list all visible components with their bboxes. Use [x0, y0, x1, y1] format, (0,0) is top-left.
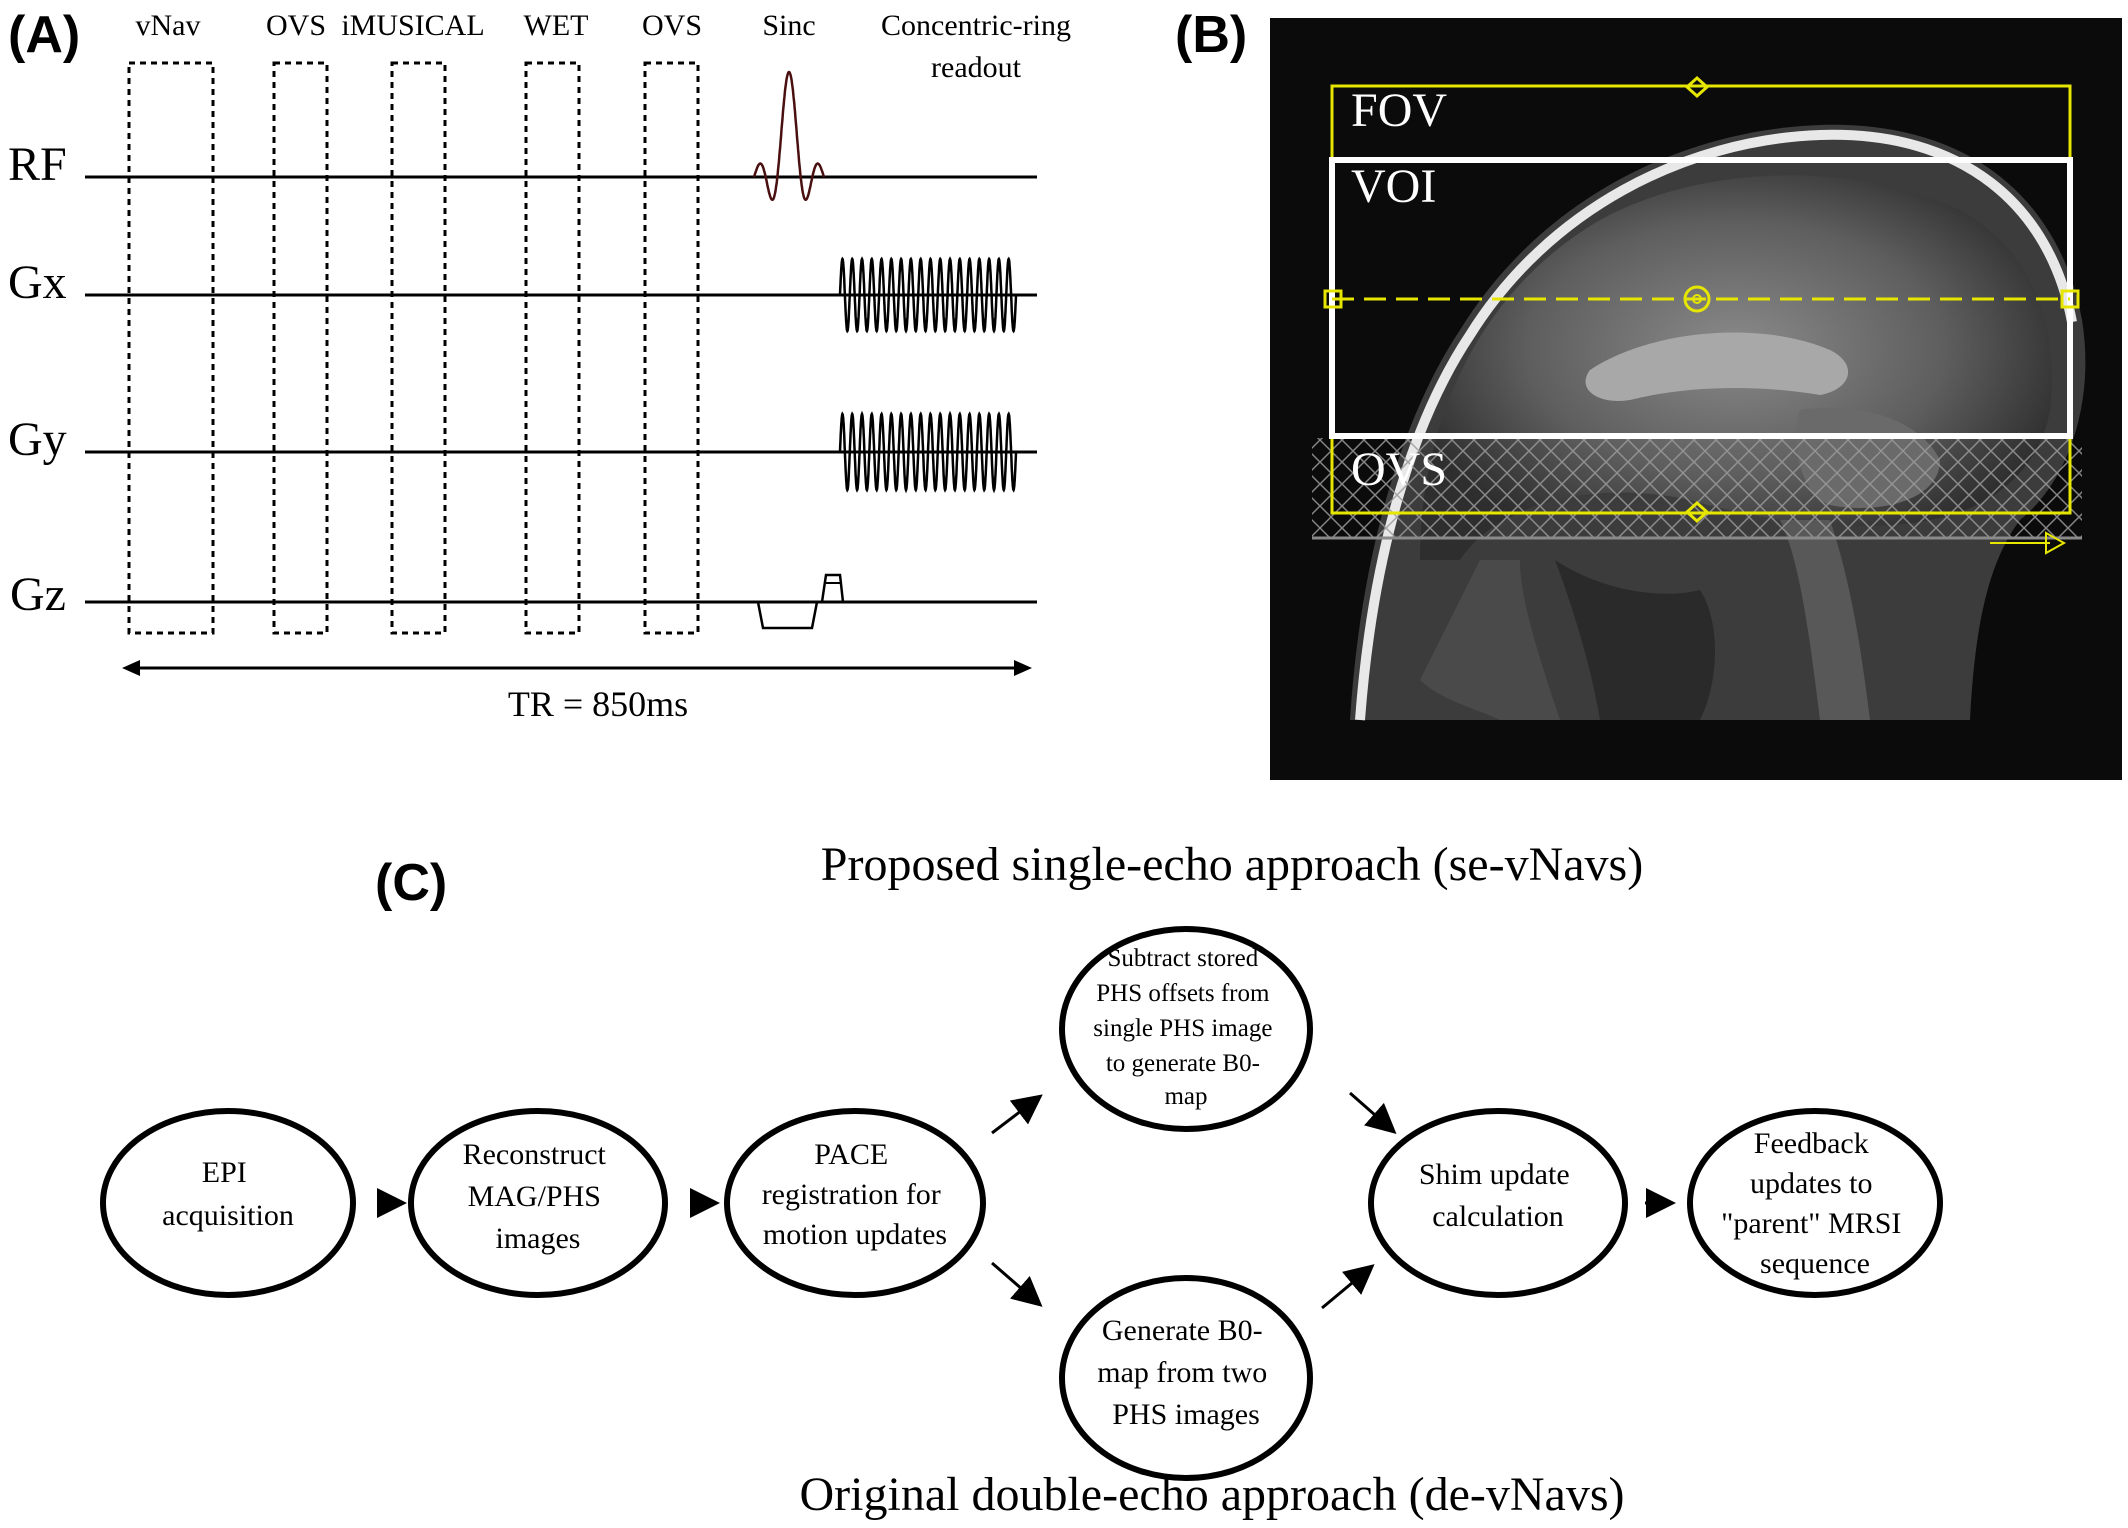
label-readout-line1: Concentric-ring [881, 9, 1071, 42]
gy-readout-wave [838, 410, 1018, 494]
node-shim-text: Shim update calculation [1419, 1158, 1577, 1233]
ovs-block-1 [272, 61, 329, 635]
gz-slice-gradient [756, 601, 819, 630]
node-pace [724, 1108, 986, 1298]
arrow-pace-to-subtract [991, 1094, 1043, 1135]
fov-label: FOV [1351, 84, 1447, 137]
tr-arrow-left-head [122, 660, 140, 676]
channel-gx: Gx [8, 256, 67, 309]
label-ovs-2: OVS [642, 9, 702, 42]
node-pace-text: PACE registration for motion updates [762, 1138, 949, 1251]
wet-block [524, 61, 581, 635]
node-feedback-text: Feedback updates to "parent" MRSI sequen… [1721, 1127, 1909, 1280]
panel-b-letter: (B) [1175, 6, 1247, 64]
label-imusical: iMUSICAL [341, 9, 484, 42]
panel-a-letter: (A) [8, 6, 80, 64]
vnav-block [127, 61, 215, 635]
tr-arrow-right-head [1014, 660, 1032, 676]
label-readout-line2: readout [931, 51, 1022, 84]
node-epi-text: EPI acquisition [162, 1156, 294, 1232]
panel-c-letter: (C) [375, 854, 447, 912]
channel-gz: Gz [10, 568, 66, 621]
fov-left-handle [1323, 289, 1343, 309]
node-epi-acquisition [100, 1108, 356, 1298]
label-ovs-1: OVS [266, 9, 326, 42]
panel-c: (C) Proposed single-echo approach (se-vN… [100, 838, 1943, 1521]
fov-top-handle [1684, 75, 1710, 99]
node-feedback [1687, 1108, 1943, 1298]
fov-right-handle [2060, 289, 2080, 309]
node-subtract-text: Subtract stored PHS offsets from single … [1093, 945, 1278, 1110]
fov-center-handle [1683, 285, 1711, 313]
node-shim-update [1368, 1108, 1628, 1298]
channel-gy: Gy [8, 413, 67, 466]
fov-bottom-handle [1684, 500, 1710, 524]
channel-rf: RF [8, 138, 67, 191]
tr-label: TR = 850ms [508, 684, 688, 724]
imusical-block [390, 61, 447, 635]
gz-rephase-gradient [820, 573, 845, 603]
gx-readout-wave [838, 256, 1018, 334]
top-approach-title: Proposed single-echo approach (se-vNavs) [821, 838, 1643, 891]
ovs-direction-arrow [2045, 531, 2067, 555]
node-subtract [1059, 926, 1313, 1132]
label-vnav: vNav [136, 9, 201, 42]
arrow-subtract-to-shim [1349, 1091, 1397, 1134]
node-generate-b0 [1059, 1275, 1313, 1481]
node-reconstruct [408, 1108, 668, 1298]
ovs-block-2 [643, 61, 700, 635]
arrow-pace-to-generate [991, 1261, 1043, 1307]
ovs-label: OVS [1351, 443, 1447, 496]
panel-b: (B) FOV VOI OVS [1175, 6, 2122, 780]
sinc-pulse [752, 70, 826, 202]
panel-a: (A) vNav OVS iMUSICAL WET OVS Sinc Conce… [8, 6, 1071, 724]
label-sinc: Sinc [762, 9, 815, 42]
node-reconstruct-text: Reconstruct MAG/PHS images [463, 1138, 614, 1255]
label-wet: WET [524, 9, 589, 42]
arrow-generate-to-shim [1321, 1264, 1375, 1310]
fov-center-dot [1692, 294, 1702, 304]
node-generate-text: Generate B0- map from two PHS images [1097, 1314, 1274, 1431]
voi-label: VOI [1351, 160, 1436, 213]
